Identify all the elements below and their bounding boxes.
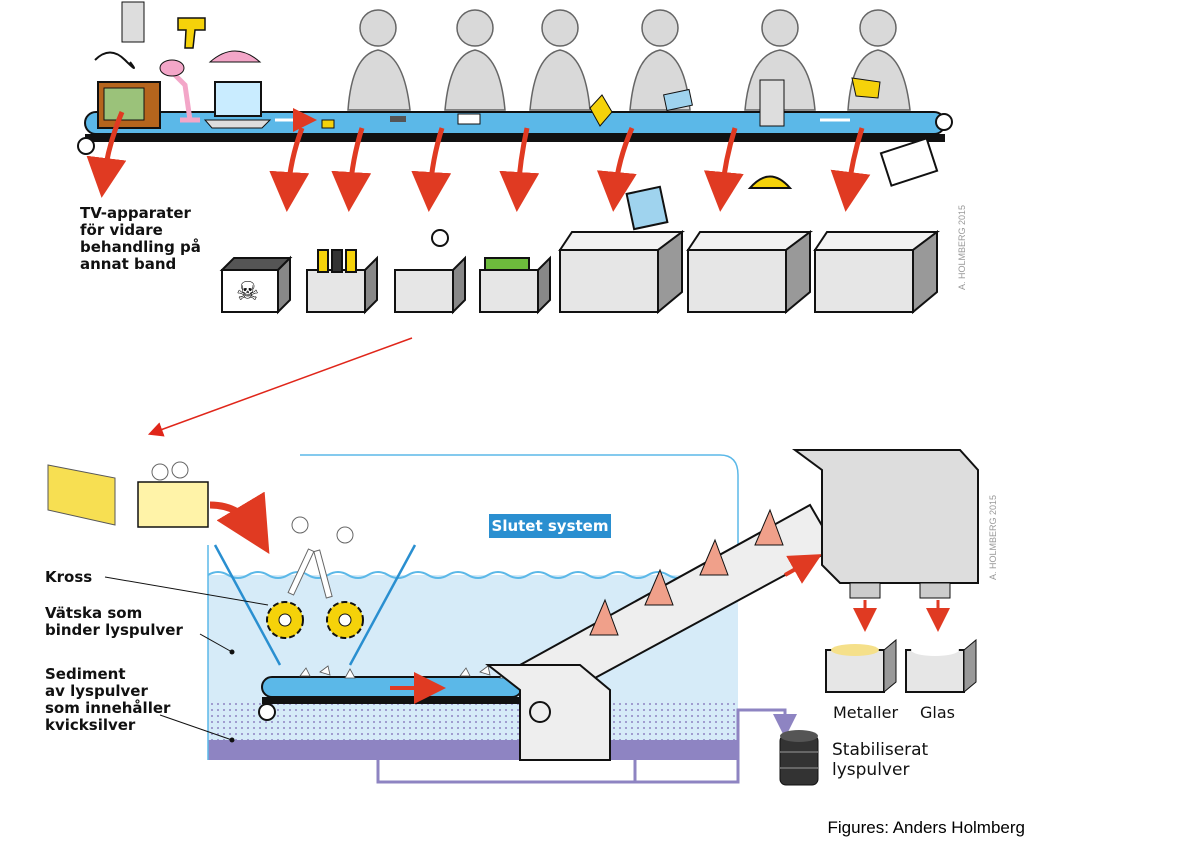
crusher-label: Kross <box>45 568 93 586</box>
worker-2 <box>444 9 506 111</box>
bin-circuit-boards <box>479 255 551 315</box>
top-credit-vertical: A. HOLMBERG 2015 <box>957 204 967 290</box>
sorting-bins: ☠ <box>219 137 940 315</box>
tv-label: TV-apparater för vidare behandling på an… <box>80 204 201 273</box>
barrel-icon <box>779 730 819 786</box>
sorting-arrows <box>86 111 871 212</box>
bin-batteries <box>306 249 378 315</box>
lamp-icon <box>159 59 200 123</box>
bin-metals <box>825 638 897 694</box>
belt-items <box>321 77 881 129</box>
liquid-label: Vätska som binder lyspulver <box>45 604 183 639</box>
workers <box>347 9 911 111</box>
bin-glass <box>905 638 977 694</box>
svg-text:☠: ☠ <box>236 276 259 306</box>
metals-label: Metaller <box>833 703 899 722</box>
worker-3 <box>529 9 591 111</box>
tv-icon <box>97 81 161 129</box>
bin-hazardous: ☠ <box>219 255 293 315</box>
worker-1 <box>347 9 411 111</box>
bin-small-appliances <box>686 175 813 315</box>
closed-system <box>47 449 979 786</box>
closed-system-badge: Slutet system <box>489 514 611 538</box>
connector-arrow <box>147 337 413 437</box>
drill-icon <box>177 17 206 49</box>
laptop-icon <box>203 81 272 129</box>
sediment-label: Sediment av lyspulver som innehåller kvi… <box>45 665 171 734</box>
figure-credit: Figures: Anders Holmberg <box>827 818 1025 837</box>
worker-4 <box>629 9 691 111</box>
glass-label: Glas <box>920 703 955 722</box>
cable-icon <box>94 51 135 69</box>
bottom-credit-vertical: A. HOLMBERG 2015 <box>988 494 998 580</box>
devices <box>94 1 881 129</box>
bin-electronics <box>813 137 940 315</box>
coffee-maker-icon <box>121 1 145 43</box>
sorting-conveyor <box>77 108 953 155</box>
lamps-falling <box>287 516 354 599</box>
bin-screens <box>558 185 685 315</box>
crusher-gears <box>266 601 364 639</box>
iron-icon <box>208 50 262 63</box>
bin-bulbs <box>394 229 466 315</box>
powder-label: Stabiliserat lyspulver <box>832 740 929 780</box>
lamp-crates <box>47 461 209 528</box>
